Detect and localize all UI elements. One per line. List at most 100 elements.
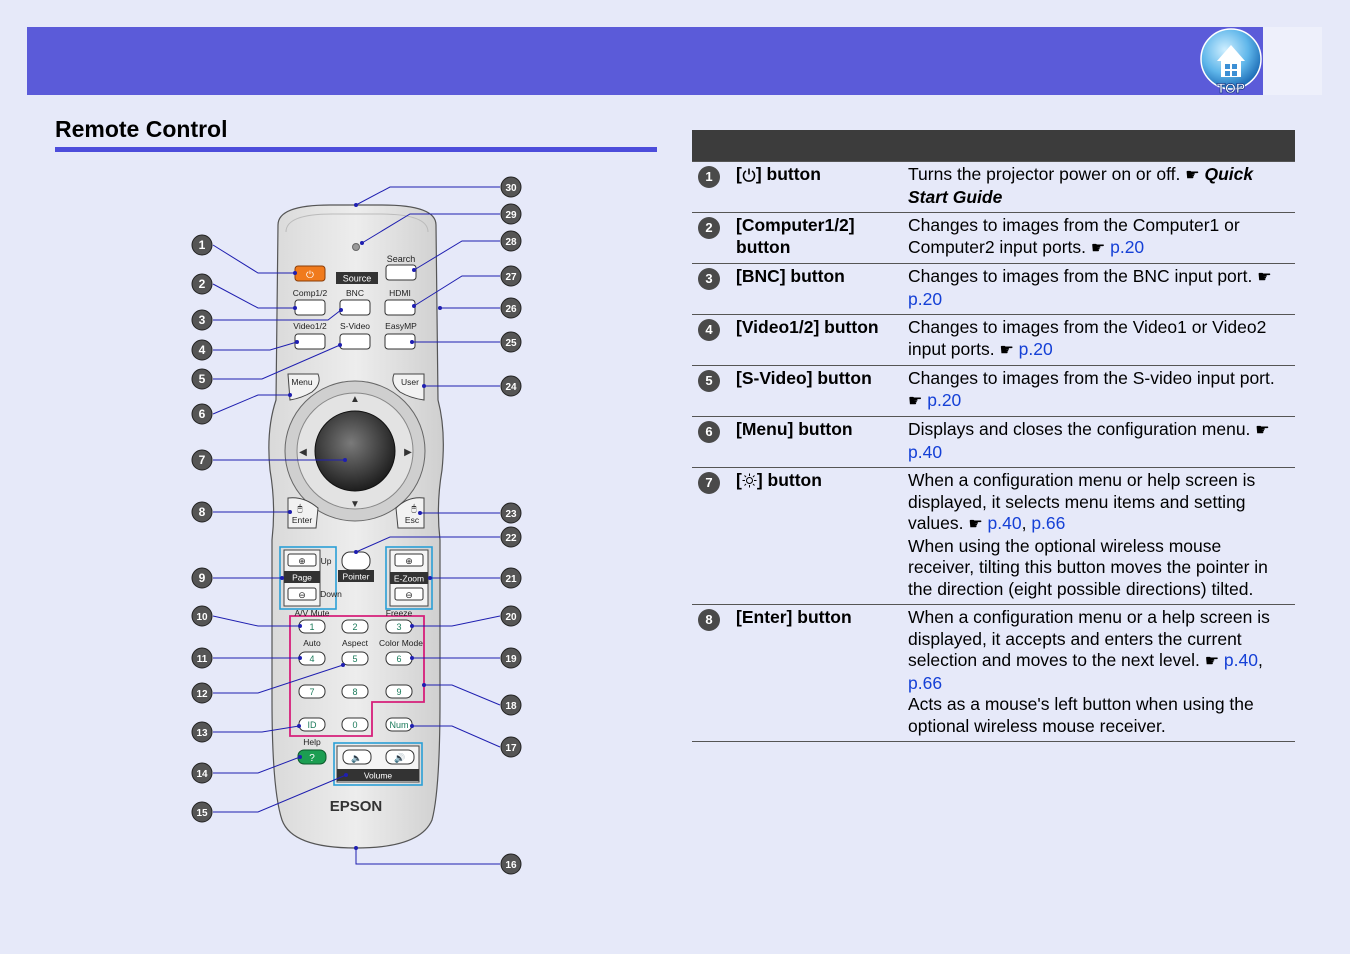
remote-control-diagram: ⏻ Source Search Comp1/2 BNC HDMI Video1/…: [191, 176, 522, 875]
menu-button[interactable]: [287, 373, 320, 401]
key-8-label: 8: [352, 687, 357, 697]
user-button[interactable]: [392, 373, 425, 401]
callout-2-label: 2: [199, 277, 206, 291]
key-0[interactable]: [341, 717, 369, 732]
page-link[interactable]: p.66: [908, 672, 943, 693]
id-label: ID: [308, 720, 318, 730]
description-text-extra: Acts as a mouse's left button when using…: [908, 694, 1254, 736]
callout-17-label: 17: [505, 743, 517, 754]
key-4-label: 4: [309, 654, 314, 664]
page-link[interactable]: p.40: [1223, 650, 1258, 670]
description-text: Changes to images from the Video1 or Vid…: [908, 317, 1267, 359]
page-link[interactable]: p.20: [1018, 338, 1053, 359]
row-number-badge: 7: [698, 472, 720, 494]
key-6-label: 6: [396, 654, 401, 664]
key-2-label: 2: [352, 622, 357, 632]
callout-26: [500, 297, 522, 319]
svideo-button[interactable]: [339, 333, 371, 350]
key-7[interactable]: [298, 684, 326, 699]
button-name-prefix: [: [736, 470, 742, 490]
description-cell: Changes to images from the BNC input por…: [904, 263, 1295, 315]
esc-button[interactable]: [395, 497, 425, 529]
callout-24: [500, 375, 522, 397]
key-0-label: 0: [352, 720, 357, 730]
row-number-cell: 3: [692, 263, 732, 315]
button-name-suffix: ] button: [755, 164, 821, 184]
button-name-cell: [Enter] button: [732, 604, 904, 742]
joystick-button[interactable]: [314, 410, 396, 492]
page-link[interactable]: p.66: [1031, 513, 1066, 533]
table-header: [692, 130, 1295, 162]
top-icon[interactable]: TOP: [1200, 28, 1264, 96]
callout-13: [191, 721, 213, 743]
brand-logo: EPSON: [330, 798, 383, 815]
button-name: [S-Video] button: [736, 368, 872, 388]
callout-22-label: 22: [505, 533, 517, 544]
computer-button[interactable]: [294, 299, 326, 316]
leader-lines: [212, 186, 501, 865]
volume-down-button[interactable]: [342, 749, 372, 765]
callout-11: [191, 647, 213, 669]
key-9[interactable]: [385, 684, 413, 699]
callout-30: [500, 176, 522, 198]
pointing-hand-icon: ☛: [908, 392, 923, 410]
callout-3-label: 3: [199, 313, 206, 327]
button-name: [Enter] button: [736, 607, 852, 627]
svg-text:⊖: ⊖: [405, 590, 413, 600]
callout-23: [500, 502, 522, 524]
ezoom-out-button[interactable]: [394, 587, 424, 601]
row-number-badge: 6: [698, 421, 720, 443]
search-button[interactable]: [385, 264, 417, 281]
svg-text:▼: ▼: [350, 499, 360, 510]
callout-24-label: 24: [505, 382, 517, 393]
volume-up-button[interactable]: [385, 749, 415, 765]
description-text: When a configuration menu or a help scre…: [908, 607, 1270, 670]
callout-1-label: 1: [199, 238, 206, 252]
description-cell: Changes to images from the Video1 or Vid…: [904, 314, 1295, 366]
svg-text:⏻: ⏻: [306, 270, 314, 281]
button-name-cell: [] button: [732, 467, 904, 605]
number-keys[interactable]: [298, 619, 413, 732]
key-5[interactable]: [341, 651, 369, 666]
row-number-cell: 7: [692, 467, 732, 605]
callout-8: [191, 501, 213, 523]
pointing-hand-icon: ☛: [999, 341, 1014, 359]
page-link[interactable]: p.40: [908, 441, 943, 462]
hdmi-label: HDMI: [389, 288, 411, 298]
page-down-button[interactable]: [287, 587, 317, 601]
callout-12-label: 12: [196, 689, 208, 700]
callout-10-label: 10: [196, 612, 208, 623]
enter-button[interactable]: [287, 497, 319, 529]
pointer-button[interactable]: [341, 551, 371, 571]
callout-16: [500, 853, 522, 875]
button-name: [Computer1/2] button: [736, 215, 855, 257]
hdmi-button[interactable]: [384, 299, 416, 316]
key-8[interactable]: [341, 684, 369, 699]
page-link[interactable]: p.20: [908, 288, 943, 309]
ezoom-in-button[interactable]: [394, 553, 424, 567]
page-link[interactable]: p.20: [927, 389, 962, 410]
callout-23-label: 23: [505, 509, 517, 520]
page-link[interactable]: p.40: [987, 513, 1022, 533]
page-up-button[interactable]: [287, 553, 317, 567]
description-text: When a configuration menu or help screen…: [908, 470, 1256, 533]
callout-30-label: 30: [505, 183, 517, 194]
bnc-button[interactable]: [339, 299, 371, 316]
volume-group: [333, 742, 423, 786]
ezoom-label: E-Zoom: [394, 574, 424, 584]
description-text: Displays and closes the configuration me…: [908, 419, 1256, 439]
key-3-label: 3: [396, 622, 401, 632]
description-text: Changes to images from the BNC input por…: [908, 266, 1258, 286]
pointing-hand-icon: ☛: [1185, 167, 1200, 184]
top-icon-label: TOP: [1217, 80, 1246, 96]
video-button[interactable]: [294, 333, 326, 350]
svg-text:⊖: ⊖: [298, 590, 306, 600]
page-link[interactable]: p.20: [1110, 236, 1145, 257]
key-2[interactable]: [341, 619, 369, 634]
svideo-label: S-Video: [340, 321, 370, 331]
callout-9: [191, 567, 213, 589]
callout-28: [500, 230, 522, 252]
